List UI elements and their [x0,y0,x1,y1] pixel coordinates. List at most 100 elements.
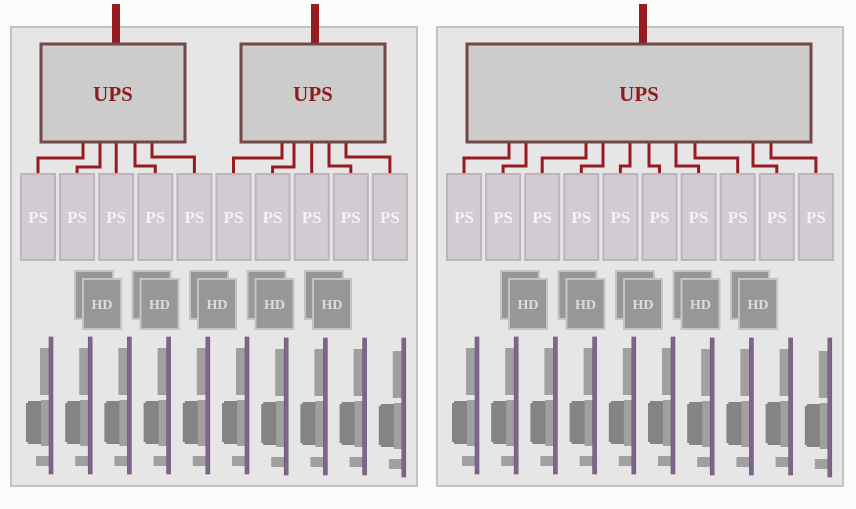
power-supply-label: PS [67,208,87,227]
hard-drive-icon [508,278,548,330]
server-disk-edge [300,404,304,443]
server-foot [75,456,89,466]
server-blade [491,336,519,475]
server-blade [378,337,407,478]
power-supply-label: PS [728,208,748,227]
server-disk-light [354,401,364,447]
server-disk-edge [569,403,573,442]
mains-power-feed [311,4,319,44]
hard-drive-label: HD [575,298,596,313]
power-supply [371,173,408,261]
hard-drive-label: HD [690,298,711,313]
server-disk-light [80,400,90,446]
hard-drive-label: HD [92,298,113,313]
server-blade [182,336,211,475]
server-disk-dark [571,401,586,444]
power-supply-label: PS [610,208,630,227]
server-foot [658,456,671,466]
hard-drive-label: HD [264,298,285,313]
server-disk-dark [380,404,395,447]
ups-box [239,42,387,144]
server-foot [388,459,402,469]
server-foot [349,457,363,467]
hard-drive-label: HD [633,298,654,313]
power-supply [98,173,135,261]
server-disk-light [623,400,633,446]
power-wire [693,143,740,174]
server-foot [310,457,324,467]
server-foot [540,456,554,466]
ups-label: UPS [93,82,133,106]
server-upper-block [392,351,402,398]
server-foot [462,456,475,466]
server-foot [814,459,828,469]
power-supply-label: PS [184,208,204,227]
hard-drive-label: HD [207,298,228,313]
server-disk-edge [65,403,69,442]
server-rail [474,336,480,475]
ups-box [465,42,813,144]
server-rail [553,336,558,475]
power-wire [579,143,605,174]
power-wire [769,143,818,174]
server-disk-light [545,400,555,446]
ups-box [39,42,187,144]
server-upper-block [740,349,750,396]
server-upper-block [196,348,206,395]
hard-drive-icon [82,278,122,330]
server-disk-light [158,400,168,446]
server-rail [127,336,132,475]
server-blade [300,337,328,476]
power-supply [446,173,482,261]
server-upper-block [818,351,828,398]
power-supply [758,173,795,261]
server-disk-light [276,401,286,447]
server-disk-edge [452,403,455,442]
power-supply [524,173,561,261]
server-disk-light [819,403,829,449]
server-foot [697,457,711,467]
hard-drive-icon [197,278,237,330]
server-upper-block [779,349,789,396]
server-foot [579,456,593,466]
server-rail [362,337,367,476]
server-rail [48,336,54,475]
server-disk-dark [106,401,121,444]
power-supply-label: PS [145,208,165,227]
power-supply [59,173,96,261]
hard-drive-icon [680,278,721,330]
server-disk-light [119,400,129,446]
hard-drive-icon [623,278,663,330]
server-disk-dark [302,402,317,445]
power-supply-label: PS [689,208,709,227]
power-supply-label: PS [767,208,787,227]
server-disk-light [315,401,325,447]
server-rail [631,336,637,475]
server-blade [569,336,597,475]
server-disk-edge [104,403,108,442]
server-blade [648,336,676,475]
power-supply-label: PS [106,208,126,227]
server-foot [618,456,632,466]
server-disk-light [702,401,712,447]
server-rail [513,336,519,475]
server-rail [283,337,289,476]
power-wire [150,143,196,174]
server-upper-block [157,348,167,395]
server-rail [166,336,171,475]
power-supply [563,173,600,261]
server-disk-light [506,400,516,446]
server-rail [592,336,597,475]
server-foot [736,457,750,467]
power-supply-label: PS [302,208,322,227]
server-blade [261,337,289,476]
server-upper-block [275,349,285,396]
mains-power-feed [639,4,647,44]
server-foot [501,456,515,466]
server-disk-dark [454,401,468,444]
hard-drive-icon [139,278,180,330]
hard-drive-label: HD [322,298,343,313]
mains-power-feed [112,4,120,44]
server-rail [323,337,328,476]
